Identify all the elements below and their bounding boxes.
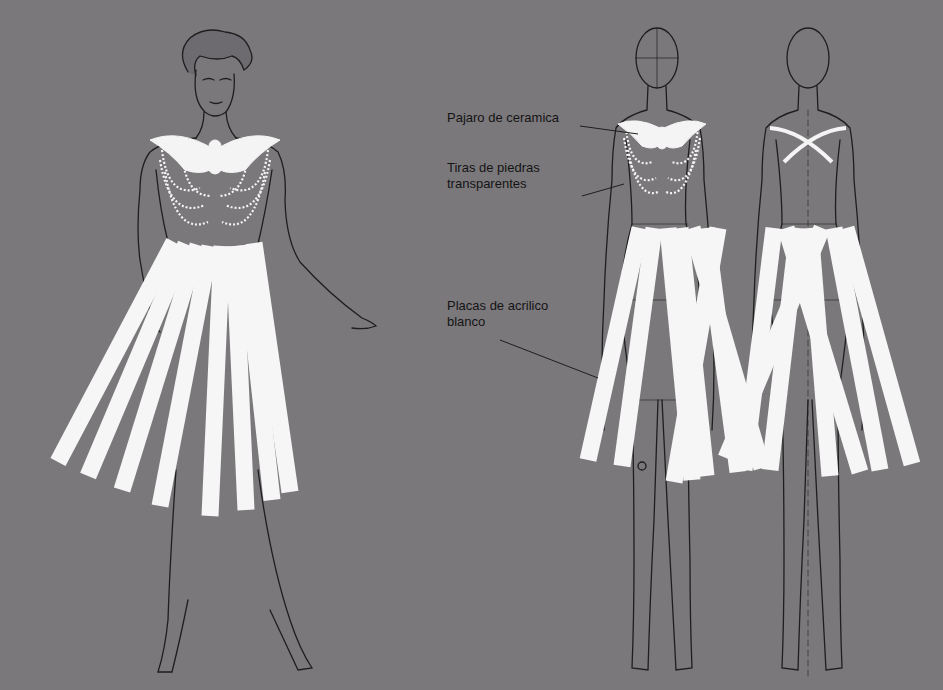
stone-strands (160, 128, 700, 225)
part-label: Pajaro de ceramica (447, 110, 587, 126)
part-label: Tiras de piedras transparentes (447, 160, 587, 192)
back-straps (770, 128, 846, 162)
acrylic-plates (58, 228, 912, 516)
ceramic-bird (150, 121, 706, 174)
part-label: Placas de acrilico blanco (447, 298, 587, 330)
figure-sketch (138, 28, 864, 680)
